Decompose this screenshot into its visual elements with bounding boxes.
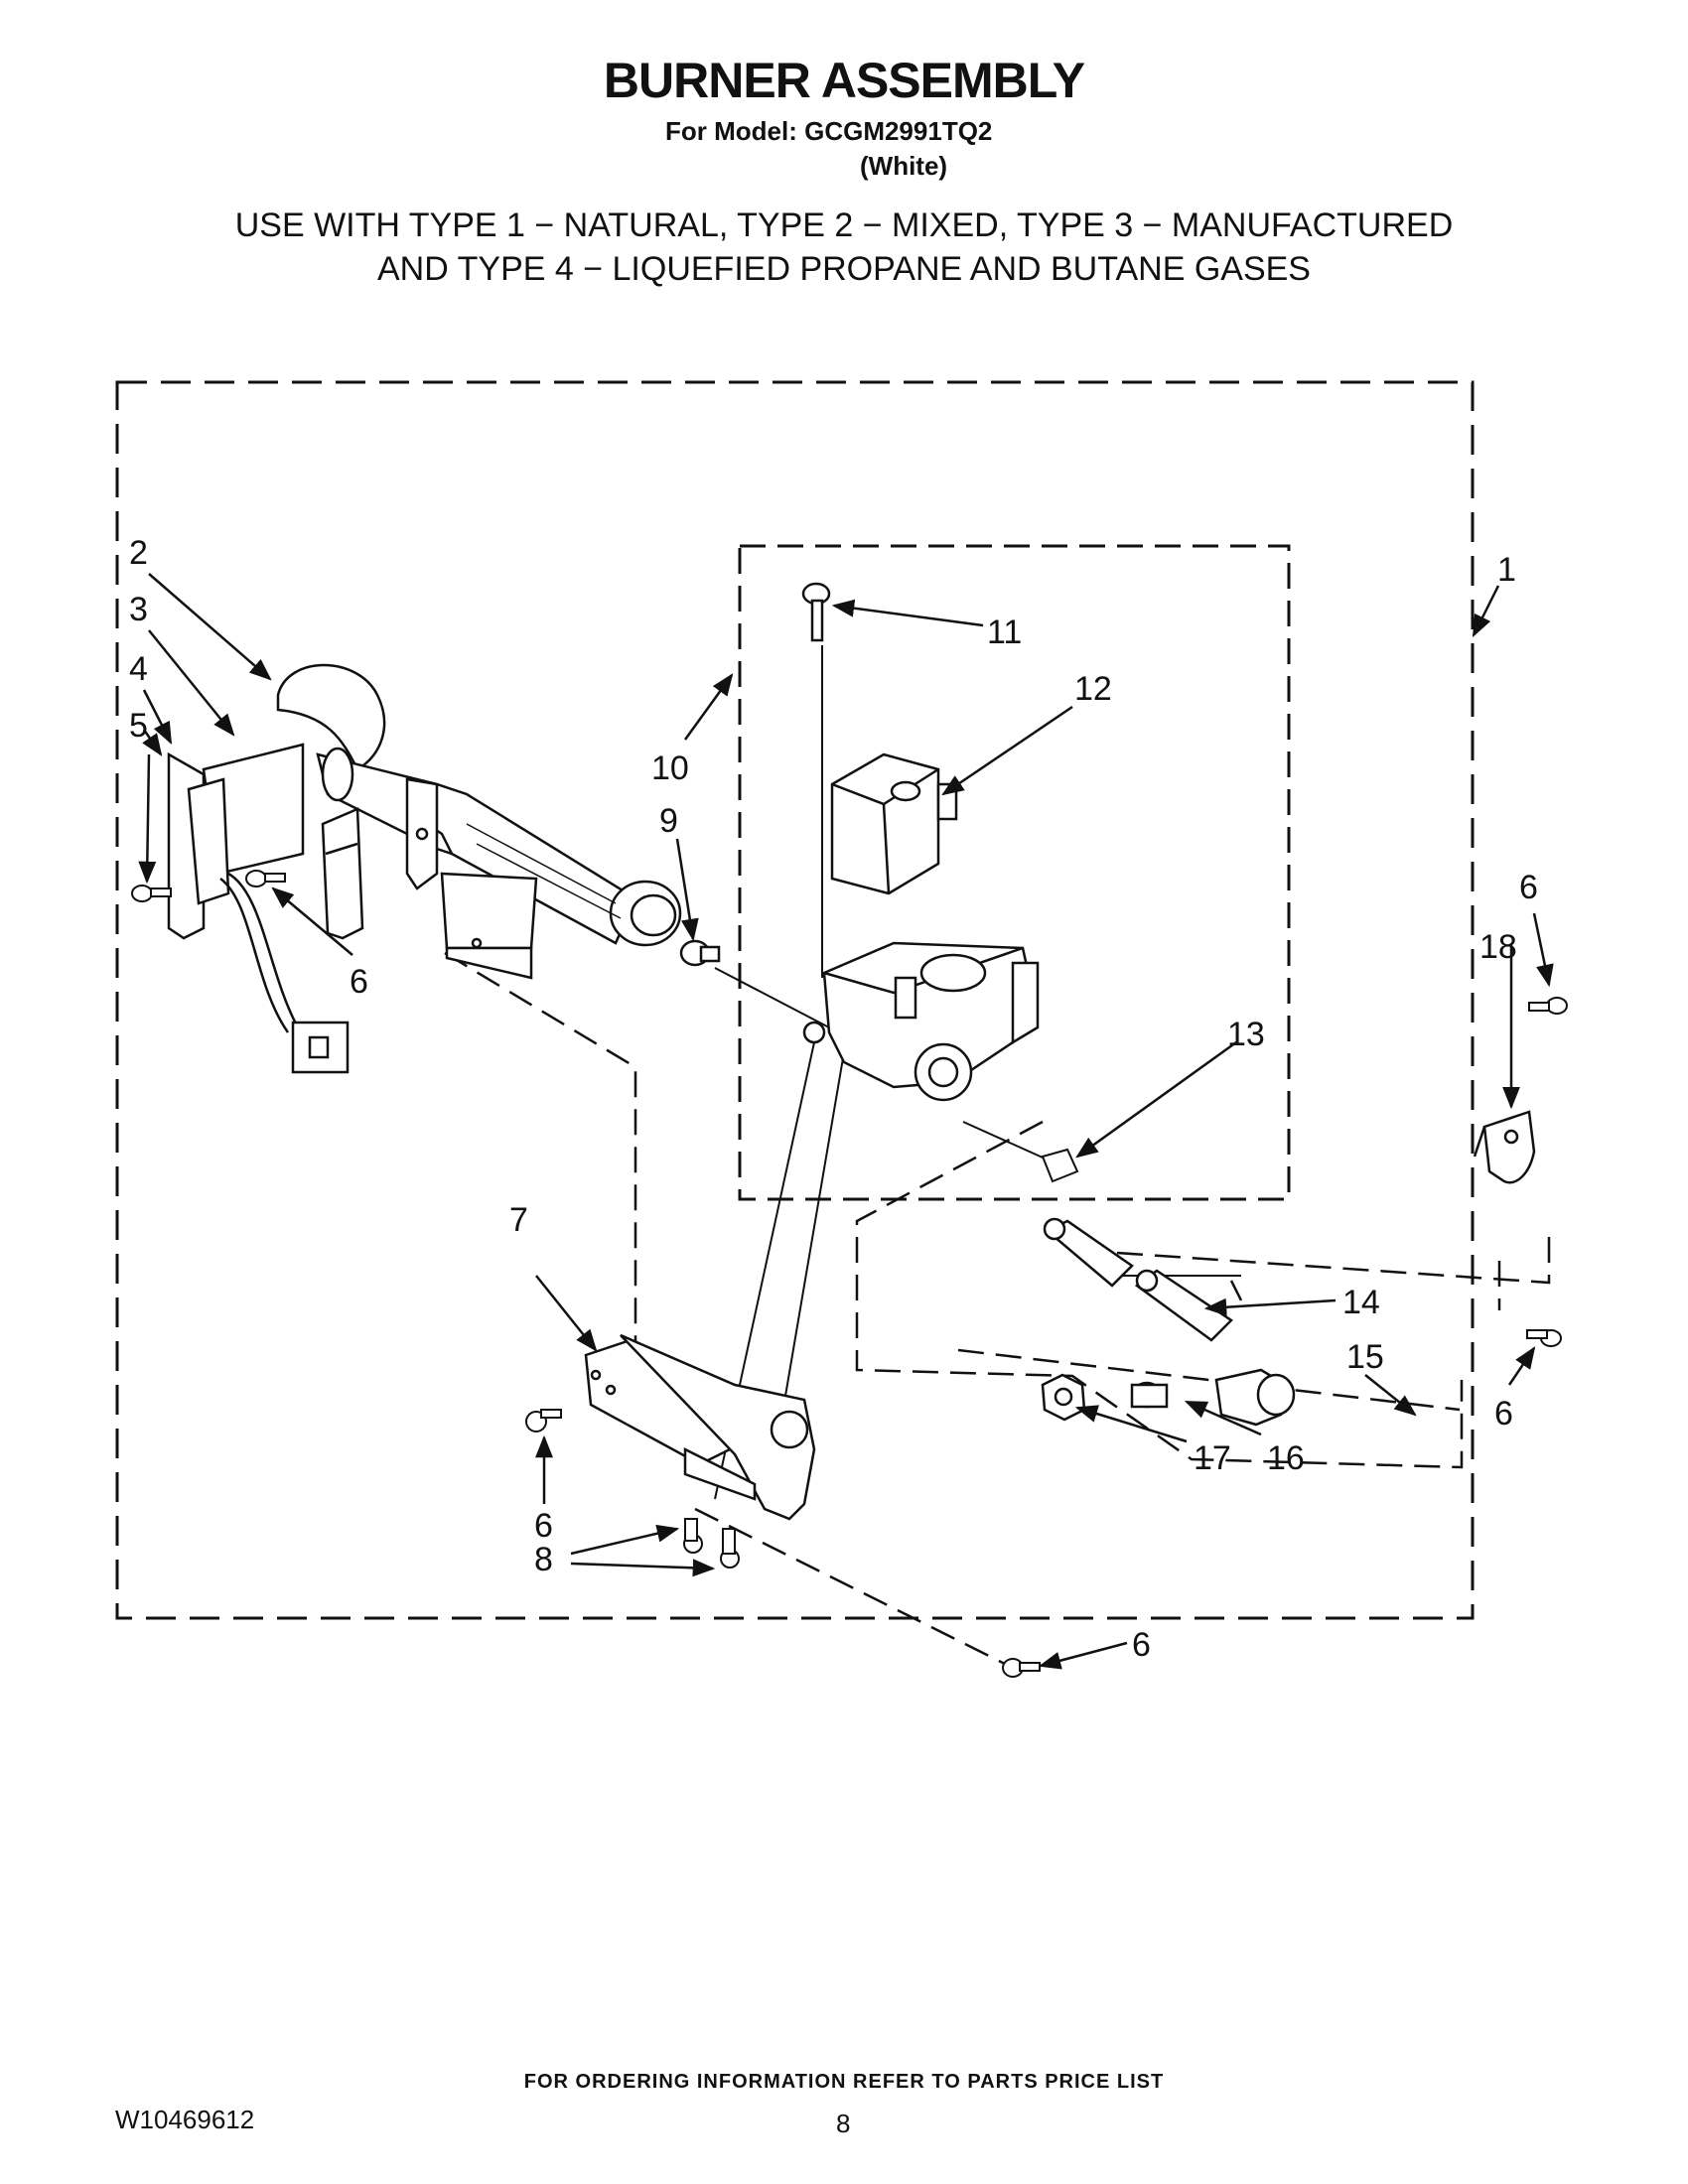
- callout-5: 5: [129, 707, 148, 745]
- usage-line-2: AND TYPE 4 − LIQUEFIED PROPANE AND BUTAN…: [377, 250, 1311, 288]
- valve-bracket: [584, 1333, 816, 1521]
- valve-screw: [801, 582, 831, 642]
- callout-10: 10: [651, 750, 689, 787]
- callout-15: 15: [1346, 1338, 1384, 1376]
- model-line: For Model: GCGM2991TQ2: [665, 116, 993, 146]
- fittings: [1041, 1368, 1296, 1427]
- pipe-nipples: [1043, 1217, 1233, 1342]
- burner-shield: [440, 872, 538, 980]
- bracket-screws: [131, 870, 286, 902]
- callout-13: 13: [1227, 1016, 1265, 1053]
- pipe-clamp: [1473, 1110, 1536, 1184]
- callout-6-bottom: 6: [1132, 1626, 1151, 1664]
- ordering-note: FOR ORDERING INFORMATION REFER TO PARTS …: [523, 2071, 1165, 2093]
- valve-bracket-screws: [525, 1409, 1041, 1678]
- assembly-boundary: [115, 380, 1475, 1620]
- callout-6-clamp-bottom: 6: [1494, 1395, 1513, 1433]
- page-number: 8: [836, 2109, 851, 2138]
- assembly-lines: [444, 951, 1551, 1675]
- page-title: BURNER ASSEMBLY: [603, 53, 1085, 108]
- callout-6-bracket: 6: [350, 963, 368, 1001]
- callout-4: 4: [129, 650, 148, 688]
- callout-16: 16: [1267, 1439, 1305, 1477]
- callout-8: 8: [534, 1541, 553, 1578]
- callout-14: 14: [1342, 1284, 1380, 1321]
- document-number: W10469612: [115, 2105, 255, 2134]
- callout-labels: 1 2 3 4 5 6 7 6 8 9 10 11 12 13 14 15 16…: [129, 534, 1538, 1664]
- callout-3: 3: [129, 591, 148, 628]
- callout-12: 12: [1074, 670, 1112, 708]
- callout-11: 11: [987, 614, 1022, 651]
- callout-7: 7: [509, 1201, 528, 1239]
- callout-6-clamp-top: 6: [1519, 869, 1538, 906]
- valve-connector: [1041, 1148, 1079, 1183]
- leader-arrows: [138, 573, 1554, 1670]
- orifice: [679, 939, 721, 967]
- solenoid-coil: [830, 752, 958, 895]
- callout-2: 2: [129, 534, 148, 572]
- callout-18: 18: [1479, 928, 1517, 966]
- usage-line-1: USE WITH TYPE 1 − NATURAL, TYPE 2 − MIXE…: [234, 206, 1454, 244]
- color-line: (White): [860, 151, 948, 181]
- burner-flange: [405, 777, 439, 890]
- callout-17: 17: [1194, 1439, 1231, 1477]
- callout-9: 9: [659, 802, 678, 840]
- callout-1: 1: [1497, 551, 1516, 589]
- callout-6-valve-bracket: 6: [534, 1507, 553, 1545]
- gas-valve: [802, 941, 1040, 1102]
- burner-tube: [276, 663, 682, 947]
- orifice-line: [714, 967, 830, 1028]
- igniter-wire: [219, 872, 350, 1074]
- valve-boundary: [738, 544, 1291, 1201]
- igniter-bracket: [167, 743, 364, 940]
- clamp-screws: [1526, 997, 1568, 1347]
